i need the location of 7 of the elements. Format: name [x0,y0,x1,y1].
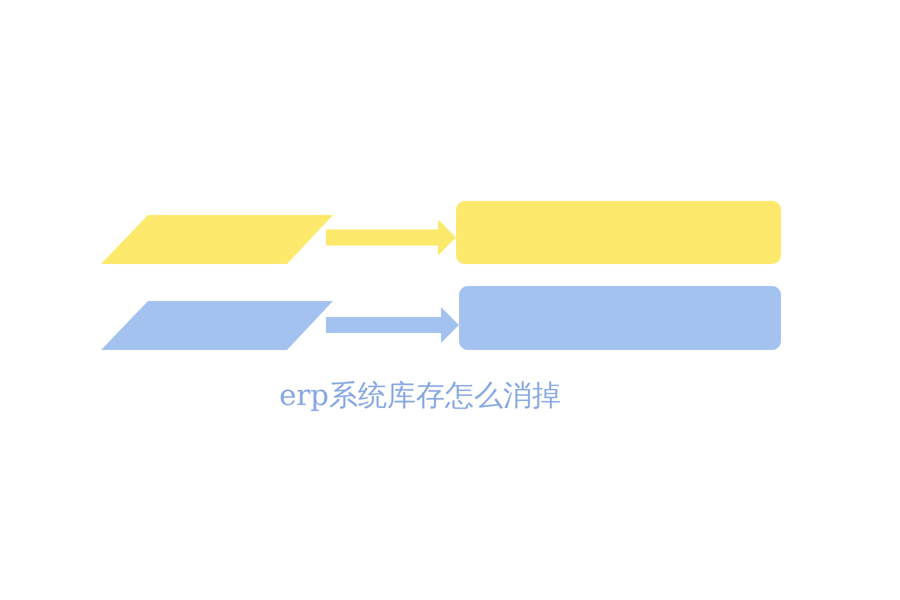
arrow [326,307,459,343]
arrow [326,220,456,256]
parallelogram-shape [101,301,333,350]
parallelogram-shape [101,215,333,264]
rounded-box [459,286,781,350]
rounded-box [456,201,781,264]
caption: erp系统库存怎么消掉 [278,377,562,414]
